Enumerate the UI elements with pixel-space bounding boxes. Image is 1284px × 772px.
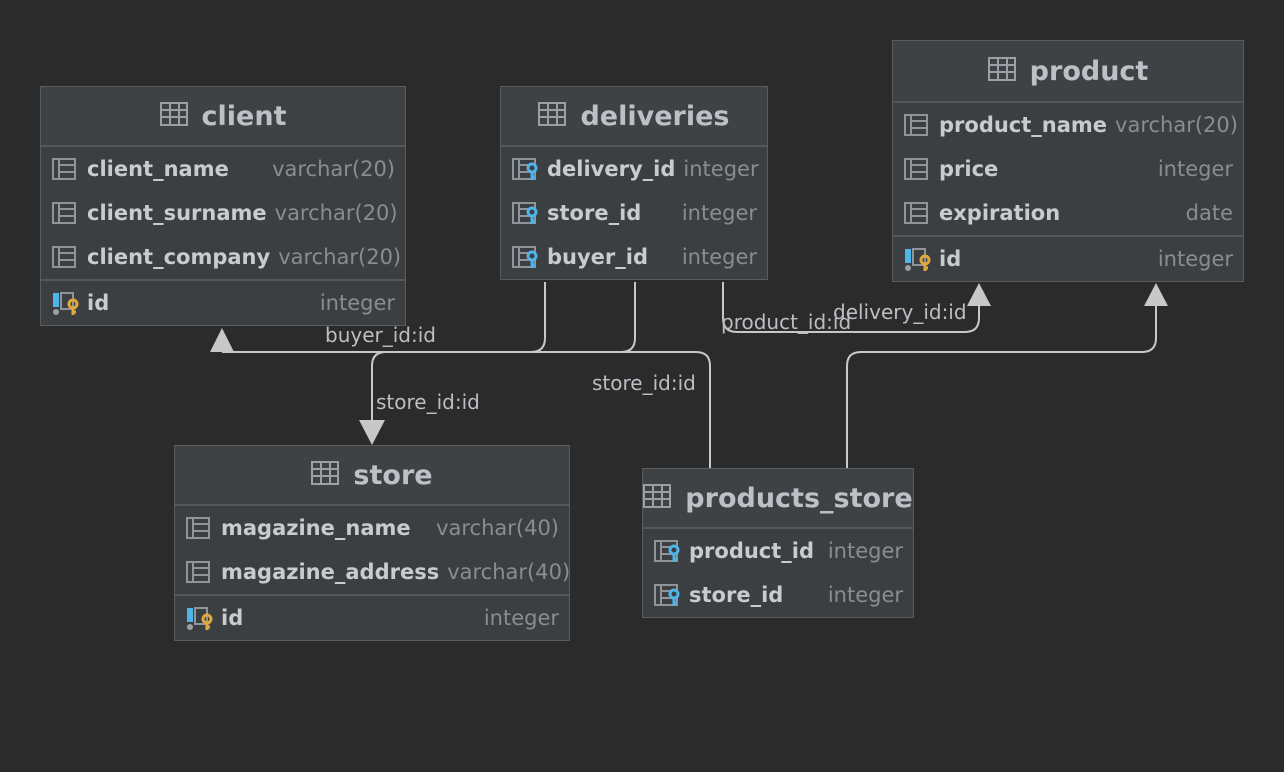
column-row[interactable]: store_id integer xyxy=(643,573,913,617)
column-name: id xyxy=(939,247,962,271)
column-icon xyxy=(185,559,215,585)
column-icon xyxy=(903,156,933,182)
column-name: price xyxy=(939,157,999,181)
edge-to-client xyxy=(222,351,711,468)
column-name: store_id xyxy=(689,583,784,607)
table-icon xyxy=(311,461,340,489)
column-name: expiration xyxy=(939,201,1061,225)
edge-label-product: product_id:id xyxy=(721,310,852,334)
column-type: integer xyxy=(827,583,903,607)
table-header: product xyxy=(893,41,1243,103)
column-type: integer xyxy=(483,606,559,630)
column-type: integer xyxy=(1157,247,1233,271)
column-name: buyer_id xyxy=(547,245,649,269)
foreign-key-icon xyxy=(511,244,541,270)
column-row[interactable]: buyer_id integer xyxy=(501,235,767,279)
table-product[interactable]: product product_name varchar(20) price int… xyxy=(892,40,1244,282)
column-name: magazine_name xyxy=(221,516,411,540)
column-row[interactable]: client_company varchar(20) xyxy=(41,235,405,279)
column-name: id xyxy=(87,291,110,315)
arrowhead-product-left xyxy=(967,283,991,306)
edge-label-store-productsstore: store_id:id xyxy=(592,371,696,395)
column-icon xyxy=(51,156,81,182)
column-type: varchar(20) xyxy=(1115,113,1238,137)
column-type: integer xyxy=(319,291,395,315)
table-name: client xyxy=(201,100,287,132)
edge-label-buyer: buyer_id:id xyxy=(325,323,436,347)
column-row[interactable]: delivery_id integer xyxy=(501,147,767,191)
table-name: products_store xyxy=(685,482,913,514)
table-icon xyxy=(159,102,188,130)
table-name: store xyxy=(353,459,433,491)
table-client[interactable]: client client_name varchar(20) client_sur… xyxy=(40,86,406,326)
table-icon xyxy=(538,102,567,130)
foreign-key-icon xyxy=(653,582,683,608)
column-type: integer xyxy=(681,201,757,225)
column-type: integer xyxy=(683,157,759,181)
column-type: varchar(20) xyxy=(274,201,398,225)
foreign-key-icon xyxy=(511,200,541,226)
edge-delivery-product xyxy=(722,282,980,333)
column-row[interactable]: magazine_address varchar(40) xyxy=(175,550,571,594)
column-row[interactable]: price integer xyxy=(893,147,1243,191)
column-row[interactable]: product_name varchar(20) xyxy=(893,103,1243,147)
column-row[interactable]: client_name varchar(20) xyxy=(41,147,405,191)
table-icon xyxy=(643,484,672,512)
edge-productsstore-product xyxy=(846,304,1157,468)
column-row[interactable]: magazine_name varchar(40) xyxy=(175,506,569,550)
column-type: integer xyxy=(827,539,903,563)
column-type: date xyxy=(1185,201,1233,225)
foreign-key-icon xyxy=(653,538,683,564)
table-store[interactable]: store magazine_name varchar(40) magazine_… xyxy=(174,445,570,641)
table-header: store xyxy=(175,446,569,506)
table-header: products_store xyxy=(643,469,913,529)
column-name: client_name xyxy=(87,157,229,181)
column-type: varchar(20) xyxy=(272,157,395,181)
column-name: delivery_id xyxy=(547,157,676,181)
column-row[interactable]: id integer xyxy=(175,594,569,640)
column-name: client_surname xyxy=(87,201,267,225)
edge-label-delivery: delivery_id:id xyxy=(833,300,967,324)
column-name: product_name xyxy=(939,113,1108,137)
table-icon xyxy=(987,57,1016,85)
arrowhead-product-right xyxy=(1144,283,1168,306)
column-icon xyxy=(903,112,933,138)
arrowhead-client xyxy=(210,328,234,352)
column-type: integer xyxy=(681,245,757,269)
arrowhead-store xyxy=(359,420,385,445)
column-name: client_company xyxy=(87,245,271,269)
column-name: product_id xyxy=(689,539,815,563)
column-name: store_id xyxy=(547,201,642,225)
column-row[interactable]: store_id integer xyxy=(501,191,767,235)
primary-key-icon xyxy=(903,246,933,272)
column-icon xyxy=(51,244,81,270)
column-name: magazine_address xyxy=(221,560,440,584)
edge-label-store-deliveries: store_id:id xyxy=(376,390,480,414)
column-icon xyxy=(51,200,81,226)
foreign-key-icon xyxy=(511,156,541,182)
column-name: id xyxy=(221,606,244,630)
table-name: deliveries xyxy=(580,100,730,132)
column-row[interactable]: id integer xyxy=(893,235,1243,281)
column-icon xyxy=(903,200,933,226)
primary-key-icon xyxy=(185,605,215,631)
table-header: deliveries xyxy=(501,87,767,147)
column-type: varchar(20) xyxy=(278,245,402,269)
primary-key-icon xyxy=(51,290,81,316)
table-header: client xyxy=(41,87,405,147)
table-name: product xyxy=(1029,55,1149,87)
column-row[interactable]: client_surname varchar(20) xyxy=(41,191,405,235)
column-type: integer xyxy=(1157,157,1233,181)
column-type: varchar(40) xyxy=(447,560,571,584)
column-row[interactable]: id integer xyxy=(41,279,405,325)
column-row[interactable]: product_id integer xyxy=(643,529,913,573)
column-icon xyxy=(185,515,215,541)
column-row[interactable]: expiration date xyxy=(893,191,1243,235)
column-type: varchar(40) xyxy=(436,516,559,540)
